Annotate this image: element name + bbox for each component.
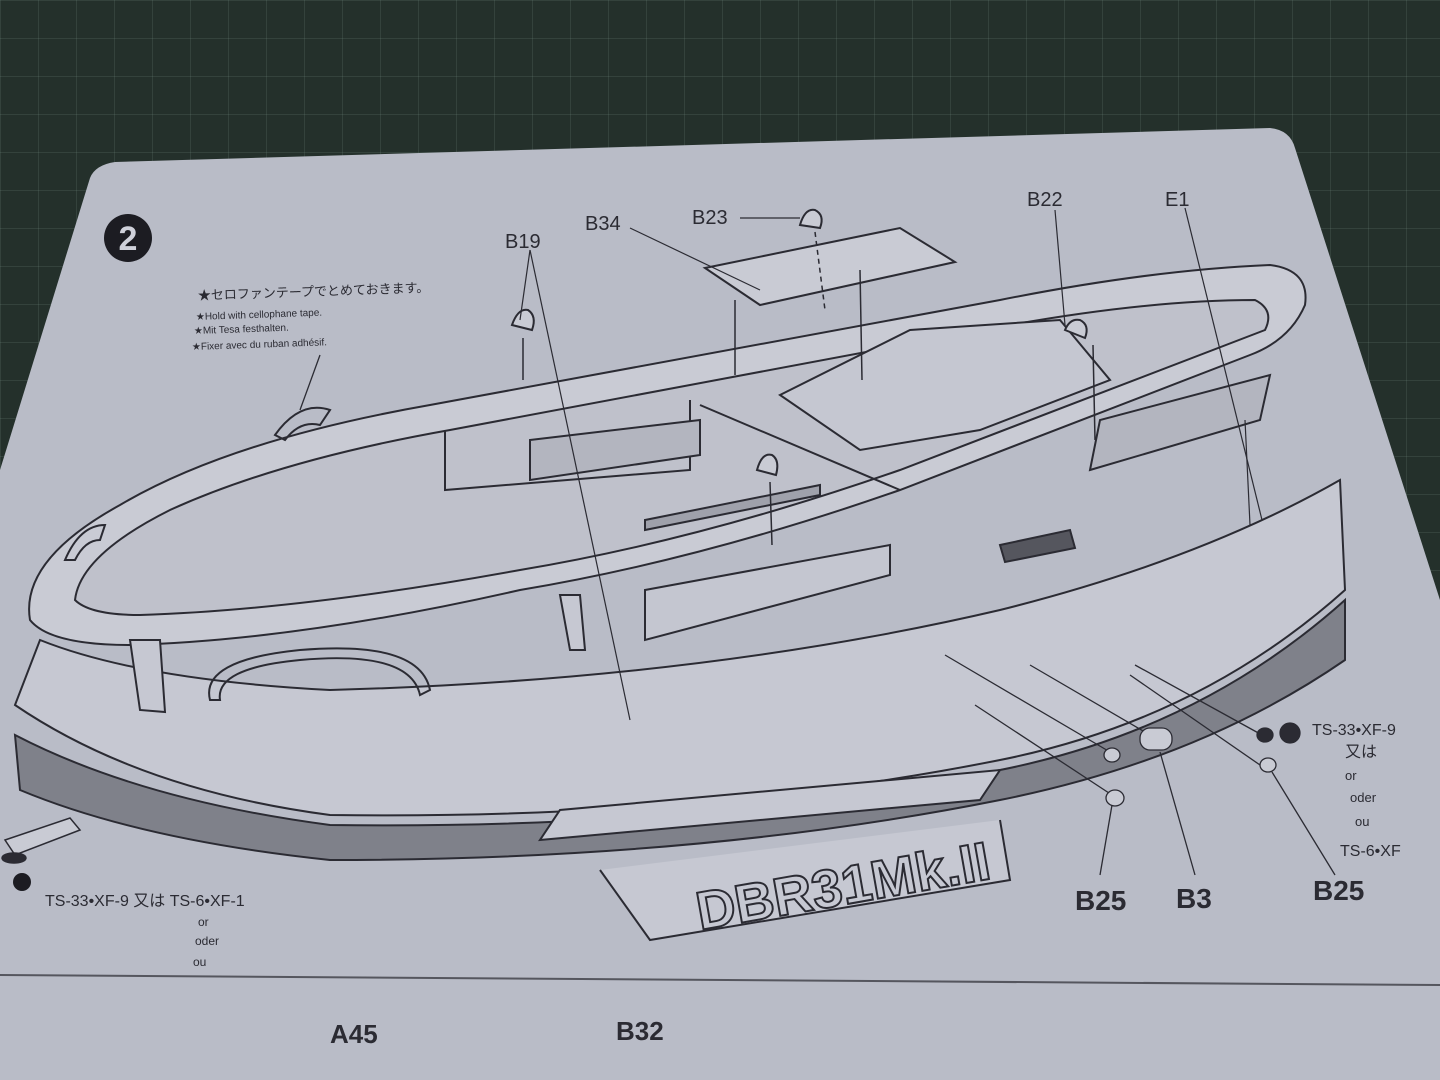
label-b23: B23	[692, 207, 728, 229]
label-a45: A45	[330, 1019, 378, 1049]
deck-strip	[644, 483, 821, 532]
paint-right-jp-or: 又は	[1345, 744, 1377, 761]
bench-seat	[529, 418, 701, 482]
paint-right-ou: ou	[1355, 814, 1369, 829]
step-number-badge	[104, 214, 152, 262]
clip-top	[273, 406, 332, 442]
paint-left-ou: ou	[193, 955, 206, 969]
clip-bow	[63, 523, 107, 561]
step-number: 2	[119, 220, 138, 258]
side-box	[644, 543, 891, 642]
paint-right-oder: oder	[1350, 790, 1377, 805]
label-b3: B3	[1176, 883, 1212, 914]
bow-fitting-left	[1, 817, 82, 864]
cross-member-mid	[699, 404, 901, 491]
label-e1: E1	[1165, 189, 1189, 211]
part-b19-fitting	[510, 308, 535, 380]
part-b22-fitting	[1063, 318, 1096, 441]
keel-skeg	[599, 819, 1012, 942]
hull-drawing	[13, 263, 1347, 942]
leader-lines	[519, 207, 1263, 721]
paint-left-or: or	[198, 915, 209, 929]
paint-left-marker	[13, 873, 31, 891]
label-b22: B22	[1027, 189, 1063, 211]
paint-right-or: or	[1345, 768, 1357, 783]
label-b19: B19	[505, 231, 541, 253]
grille	[998, 528, 1077, 564]
label-b32: B32	[616, 1016, 664, 1046]
part-canopy-b34	[702, 226, 958, 381]
note-leader-line	[299, 354, 321, 411]
paint-right-code1: TS-33•XF-9	[1312, 722, 1396, 739]
section-divider	[0, 974, 1440, 986]
note-german: ★Mit Tesa festhalten.	[194, 323, 289, 337]
label-b25-left: B25	[1075, 885, 1126, 916]
hull-handle	[208, 647, 432, 701]
part-b23-fitting	[798, 208, 826, 311]
note-french: ★Fixer avec du ruban adhésif.	[192, 337, 327, 353]
underside-fittings	[944, 654, 1336, 876]
hull-lower-shade	[13, 597, 1346, 862]
keel	[538, 768, 1002, 842]
deck-panel	[778, 318, 1112, 452]
paint-left-code: TS-33•XF-9 又は TS-6•XF-1	[45, 893, 245, 910]
part-b19-second	[755, 453, 779, 546]
hull-side	[13, 478, 1347, 817]
bow-cleat-left	[128, 639, 167, 714]
side-cleat	[558, 594, 587, 651]
label-b25-right: B25	[1313, 875, 1364, 906]
paint-left-oder: oder	[195, 934, 219, 948]
label-b34: B34	[585, 213, 621, 235]
note-english: ★Hold with cellophane tape.	[196, 308, 323, 323]
paint-right-code2: TS-6•XF	[1340, 843, 1401, 860]
rear-compartment	[1088, 373, 1272, 472]
